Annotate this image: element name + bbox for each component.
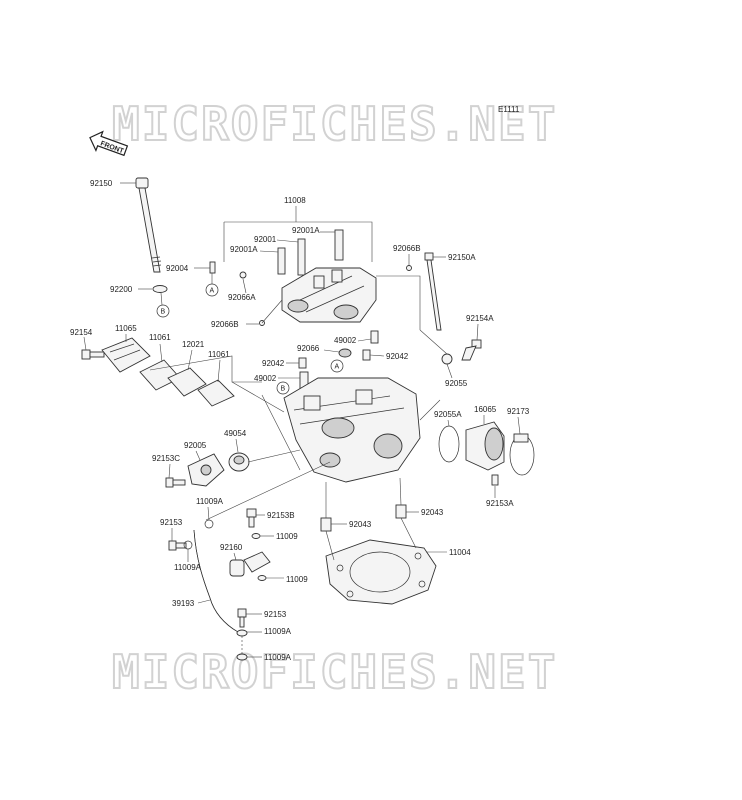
label-11009-b: 11009: [286, 575, 308, 584]
reed-valve-12021: [167, 367, 207, 397]
camshaft-cap-11008: [281, 267, 377, 323]
label-92160: 92160: [220, 543, 243, 552]
fitting-92005: [187, 453, 225, 487]
bolt-92001: [297, 238, 306, 276]
label-92001A-top: 92001A: [292, 226, 320, 235]
plug-92066B-top: [406, 265, 412, 271]
label-11009A-a: 11009A: [196, 497, 224, 506]
washer-11009A-a: [204, 519, 214, 529]
cylinder-head: [283, 377, 421, 483]
bolt-92153B: [246, 508, 257, 528]
washer-92055: [441, 353, 453, 365]
stud-bolt-92150A: [424, 252, 442, 331]
oring-92055A: [438, 425, 460, 463]
diagram-code: E1111: [498, 105, 520, 114]
dowel-92043-right: [395, 504, 407, 519]
valve-49002-top: [370, 330, 379, 344]
label-49054: 49054: [224, 429, 247, 438]
label-92200: 92200: [110, 285, 133, 294]
label-92153-a: 92153: [160, 518, 183, 527]
label-11008: 11008: [284, 196, 306, 205]
hose-clamp-92160: [229, 551, 271, 577]
label-92153B: 92153B: [267, 511, 295, 520]
thermostat-49054: [228, 452, 250, 472]
label-92066: 92066: [297, 344, 320, 353]
label-49002: 49002: [254, 374, 277, 383]
label-11009A-c: 11009A: [264, 627, 292, 636]
washer-11009-b: [257, 575, 267, 581]
dowel-92004: [209, 261, 216, 274]
label-92001A: 92001A: [230, 245, 258, 254]
label-11061-a: 11061: [149, 333, 171, 342]
label-92066B-left: 92066B: [211, 320, 239, 329]
ref-b-2: B: [281, 386, 286, 393]
cover-11065: [101, 337, 151, 373]
label-16065: 16065: [474, 405, 497, 414]
dowel-92043-left: [320, 517, 332, 532]
ref-b-1: B: [161, 309, 166, 316]
bolt-92153-a: [168, 540, 187, 551]
bolt-92154: [81, 349, 105, 360]
bolt-92154A: [461, 339, 482, 361]
label-92154A: 92154A: [466, 314, 494, 323]
watermark-top: MICROFICHES.NET: [112, 97, 557, 151]
dowel-92042-right: [362, 349, 371, 361]
label-92042-left: 92042: [262, 359, 285, 368]
clamp-92173: [509, 433, 535, 476]
washer-11009A-c: [236, 629, 248, 637]
bolt-92001A: [277, 247, 286, 275]
label-92150: 92150: [90, 179, 113, 188]
label-11009A-b: 11009A: [174, 563, 202, 572]
label-92173: 92173: [507, 407, 530, 416]
washer-11009A-d: [236, 653, 248, 661]
label-11009A-d: 11009A: [264, 653, 292, 662]
gasket-11061-b: [197, 379, 235, 407]
label-11004: 11004: [449, 548, 471, 557]
washer-92200: [152, 285, 168, 293]
label-92055: 92055: [445, 379, 468, 388]
label-92150A: 92150A: [448, 253, 476, 262]
washer-11009-a: [251, 533, 261, 539]
ref-a-1: A: [210, 288, 215, 295]
label-92055A: 92055A: [434, 410, 462, 419]
label-39193: 39193: [172, 599, 195, 608]
plug-92066A: [239, 271, 247, 279]
label-49002-top: 49002: [334, 336, 357, 345]
label-92042-right: 92042: [386, 352, 409, 361]
ref-a-2: A: [335, 364, 340, 371]
label-11061-b: 11061: [208, 350, 230, 359]
label-11065: 11065: [115, 324, 137, 333]
stud-bolt-92150: [135, 177, 162, 273]
watermark-bottom: MICROFICHES.NET: [112, 645, 557, 699]
label-92004: 92004: [166, 264, 189, 273]
seal-92066: [338, 348, 352, 358]
label-92005: 92005: [184, 441, 207, 450]
label-92066A: 92066A: [228, 293, 256, 302]
dowel-92042-left: [298, 357, 307, 369]
label-92153C: 92153C: [152, 454, 180, 463]
bolt-92153A: [491, 474, 499, 486]
carb-holder-16065: [465, 421, 505, 471]
bolt-92153C: [165, 477, 186, 488]
label-92066B-top: 92066B: [393, 244, 421, 253]
label-92043-left: 92043: [349, 520, 372, 529]
label-92154: 92154: [70, 328, 93, 337]
head-gasket-11004: [325, 539, 437, 605]
label-12021: 12021: [182, 340, 205, 349]
bolt-92001A-top: [334, 229, 344, 261]
label-92043-right: 92043: [421, 508, 444, 517]
label-11009-a: 11009: [276, 532, 298, 541]
label-92001: 92001: [254, 235, 277, 244]
label-92153A: 92153A: [486, 499, 514, 508]
label-92153-b: 92153: [264, 610, 287, 619]
bolt-92153-b: [237, 608, 247, 628]
